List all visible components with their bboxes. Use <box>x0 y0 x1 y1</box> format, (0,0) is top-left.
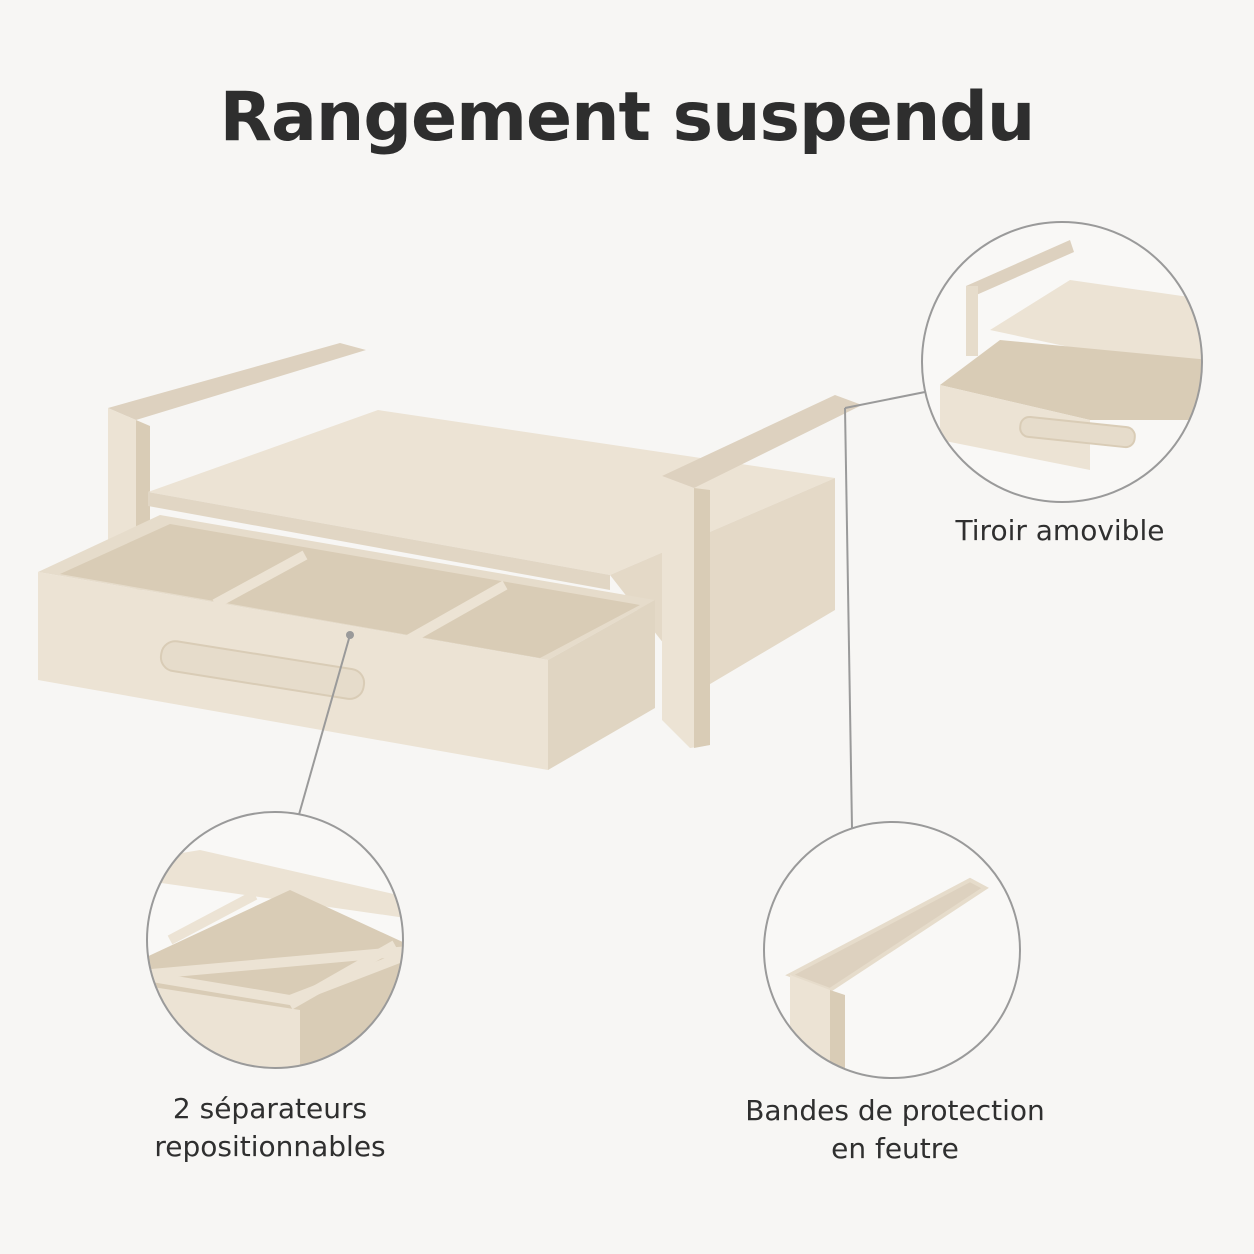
separators-caption-line1: 2 séparateurs <box>172 1092 368 1125</box>
drawer-caption: Tiroir amovible <box>900 512 1220 550</box>
felt-pad-arm-detail-icon <box>763 821 1021 1079</box>
pull-out-drawer <box>38 515 655 770</box>
felt-caption-line2: en feutre <box>831 1132 959 1165</box>
separators-caption: 2 séparateurs repositionnables <box>110 1090 430 1166</box>
page-title: Rangement suspendu <box>219 78 1036 157</box>
felt-caption: Bandes de protection en feutre <box>730 1092 1060 1168</box>
drawer-handle <box>159 640 366 700</box>
right-mounting-arm <box>662 395 862 748</box>
hanging-drawer-product <box>38 343 862 770</box>
removable-drawer-detail-icon <box>921 221 1203 503</box>
separators-caption-line2: repositionnables <box>154 1130 386 1163</box>
felt-caption-line1: Bandes de protection <box>745 1094 1045 1127</box>
drawer-caption-text: Tiroir amovible <box>955 514 1165 547</box>
drawer-separators-detail-icon <box>146 811 404 1069</box>
